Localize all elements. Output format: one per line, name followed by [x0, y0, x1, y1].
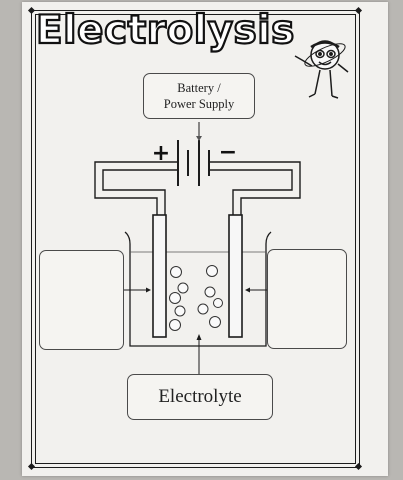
battery-label-box: Battery / Power Supply [143, 73, 255, 119]
right-electrode-blank-box[interactable] [267, 249, 347, 349]
atom-mascot-icon [294, 40, 349, 99]
battery-symbol [177, 122, 210, 186]
negative-terminal-sign: − [219, 140, 237, 165]
left-electrode-blank-box[interactable] [39, 250, 124, 350]
page-border-inner [35, 14, 356, 464]
page-border-outer [31, 10, 360, 468]
electrolyte-label: Electrolyte [158, 386, 242, 407]
battery-label: Battery / Power Supply [163, 81, 235, 111]
pointer-arrows [124, 287, 267, 374]
electrolyte-label-box: Electrolyte [127, 374, 273, 420]
page-title: Electrolysis [35, 7, 296, 53]
right-electrode [228, 214, 243, 338]
left-electrode [152, 214, 167, 338]
gas-bubbles [169, 265, 223, 331]
circuit-wire [94, 161, 301, 215]
positive-terminal-sign: + [152, 141, 170, 166]
